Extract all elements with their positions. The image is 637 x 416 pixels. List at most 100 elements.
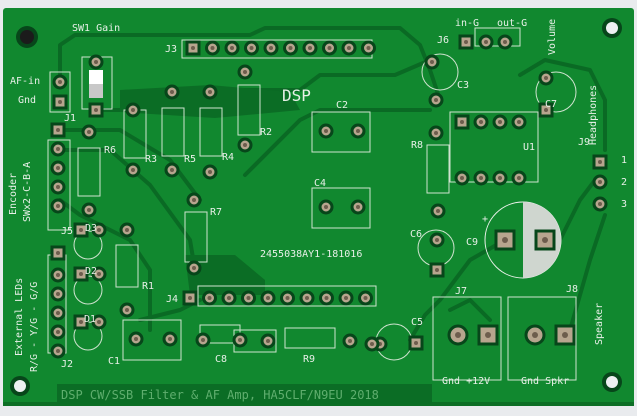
drill-hole	[430, 60, 434, 64]
drill-hole	[201, 338, 205, 342]
drill-hole	[168, 337, 172, 341]
silkscreen-text: SW1 Gain J3 AF-in Gnd J1 DSP R2 R6 R3 R5…	[8, 18, 627, 387]
label-hp3: 3	[621, 199, 627, 210]
drill-hole	[485, 332, 491, 338]
label-c6: C6	[410, 229, 422, 240]
drill-hole	[97, 320, 101, 324]
drill-hole	[598, 202, 602, 206]
label-j6: J6	[437, 35, 449, 46]
drill-hole	[243, 143, 247, 147]
drill-hole	[348, 339, 352, 343]
label-j3: J3	[165, 44, 177, 55]
label-encoder-pins: SWx2-C-B-A	[22, 162, 33, 222]
label-j7: J7	[455, 286, 467, 297]
drill-hole	[134, 337, 138, 341]
drill-hole	[56, 311, 60, 315]
label-c1: C1	[108, 356, 120, 367]
label-c8: C8	[215, 354, 227, 365]
drill-hole	[243, 70, 247, 74]
drill-hole	[532, 332, 538, 338]
label-c2: C2	[336, 100, 348, 111]
label-gnd-j1: Gnd	[18, 95, 36, 106]
drill-hole	[227, 296, 231, 300]
drill-hole	[56, 204, 60, 208]
drill-hole	[464, 40, 468, 44]
label-r1: R1	[142, 281, 154, 292]
label-r2: R2	[260, 127, 272, 138]
drill-hole	[517, 120, 521, 124]
drill-hole	[249, 46, 254, 50]
drill-hole	[324, 129, 328, 133]
drill-hole	[207, 296, 212, 300]
drill-hole	[502, 237, 508, 243]
drill-hole	[125, 308, 129, 312]
drill-hole	[434, 98, 438, 102]
drill-hole	[56, 166, 60, 170]
drill-hole	[56, 147, 60, 151]
drill-hole	[363, 296, 368, 300]
label-hp1: 1	[621, 155, 627, 166]
drill-hole	[305, 296, 309, 300]
label-d2: D2	[85, 266, 97, 277]
label-encoder: Encoder	[8, 173, 19, 215]
label-j7-pins: Gnd +12V	[442, 376, 490, 387]
drill-hole	[366, 46, 371, 50]
drill-hole	[246, 296, 251, 300]
drill-hole	[87, 208, 91, 212]
label-dsp: DSP	[282, 86, 311, 105]
drill-hole	[208, 90, 212, 94]
mounting-holes	[10, 18, 622, 396]
label-r8: R8	[411, 140, 423, 151]
drill-hole	[356, 205, 360, 209]
drill-hole	[436, 209, 440, 213]
drill-hole	[435, 238, 439, 242]
drill-hole	[56, 349, 60, 353]
drill-hole	[58, 100, 62, 104]
label-in-g: in-G	[455, 18, 479, 29]
drill-hole	[498, 120, 502, 124]
title-banner	[57, 384, 432, 404]
drill-hole	[324, 205, 328, 209]
drill-hole	[544, 76, 548, 80]
label-volume: Volume	[547, 19, 558, 55]
drill-hole	[434, 131, 438, 135]
drill-hole	[79, 320, 83, 324]
drill-hole	[479, 120, 483, 124]
label-c3: C3	[457, 80, 469, 91]
drill-hole	[598, 160, 602, 164]
drill-hole	[208, 170, 212, 174]
label-j1: J1	[64, 113, 76, 124]
drill-hole	[308, 46, 312, 50]
label-r5: R5	[184, 154, 196, 165]
label-c5: C5	[411, 317, 423, 328]
label-r9: R9	[303, 354, 315, 365]
label-j8-pins: Gnd Spkr	[521, 376, 569, 387]
drill-hole	[238, 338, 242, 342]
label-out-g: out-G	[497, 18, 527, 29]
drill-hole	[266, 296, 270, 300]
label-j9: J9	[578, 137, 590, 148]
label-hp2: 2	[621, 177, 627, 188]
label-j4: J4	[166, 294, 178, 305]
label-plus: +	[482, 214, 488, 225]
drill-hole	[347, 46, 351, 50]
drill-hole	[125, 228, 129, 232]
drill-hole	[58, 80, 62, 84]
label-r4: R4	[222, 152, 234, 163]
drill-hole	[288, 46, 293, 50]
drill-hole	[503, 40, 507, 44]
drill-hole	[210, 46, 215, 50]
drill-hole	[285, 296, 290, 300]
label-sw1: SW1 Gain	[72, 23, 120, 34]
drill-hole	[192, 266, 196, 270]
drill-hole	[479, 176, 483, 180]
label-led-colors: R/G - Y/G - G/G	[29, 282, 40, 372]
label-j2: J2	[61, 359, 73, 370]
drill-hole	[191, 46, 195, 50]
board-title: DSP CW/SSB Filter & AF Amp, HA5CLF/N9EU …	[61, 388, 379, 402]
drill-hole	[598, 180, 602, 184]
drill-hole	[79, 228, 83, 232]
drill-hole	[170, 90, 174, 94]
drill-hole	[56, 273, 60, 277]
drill-hole	[414, 341, 418, 345]
